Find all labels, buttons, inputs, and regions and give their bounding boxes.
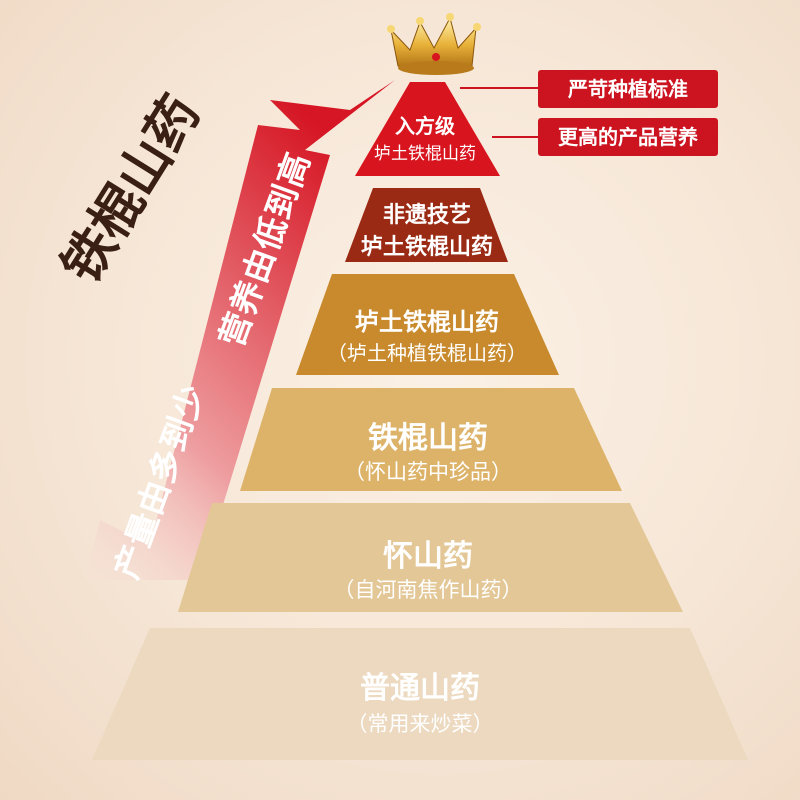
level-1-shape	[355, 82, 500, 176]
growth-arrow	[85, 80, 395, 580]
level-4-subtitle: （怀山药中珍品）	[344, 460, 512, 484]
level-3-title: 垆土铁棍山药	[355, 308, 499, 336]
level-1-subtitle: 垆土铁棍山药	[374, 144, 476, 164]
level-1-title: 入方级	[395, 114, 455, 138]
level-6-title: 普通山药	[360, 671, 480, 706]
badge-strict-planting: 严苛种植标准	[538, 70, 718, 108]
level-4-title: 铁棍山药	[368, 421, 488, 456]
level-4-shape	[240, 388, 622, 491]
level-3-shape	[296, 274, 559, 375]
level-6-subtitle: （常用来炒菜）	[346, 712, 494, 736]
level-6-shape	[92, 628, 748, 760]
level-2-subtitle: 垆土铁棍山药	[360, 235, 493, 260]
level-5-subtitle: （自河南焦作山药）	[333, 578, 523, 602]
badge-higher-nutrition: 更高的产品营养	[538, 118, 718, 156]
level-3-subtitle: （垆土种植铁棍山药）	[327, 341, 527, 365]
crown-icon	[387, 13, 481, 75]
level-5-shape	[178, 503, 683, 612]
level-2-title: 非遗技艺	[382, 203, 471, 228]
level-5-title: 怀山药	[383, 539, 473, 574]
level-2-shape	[345, 188, 508, 262]
